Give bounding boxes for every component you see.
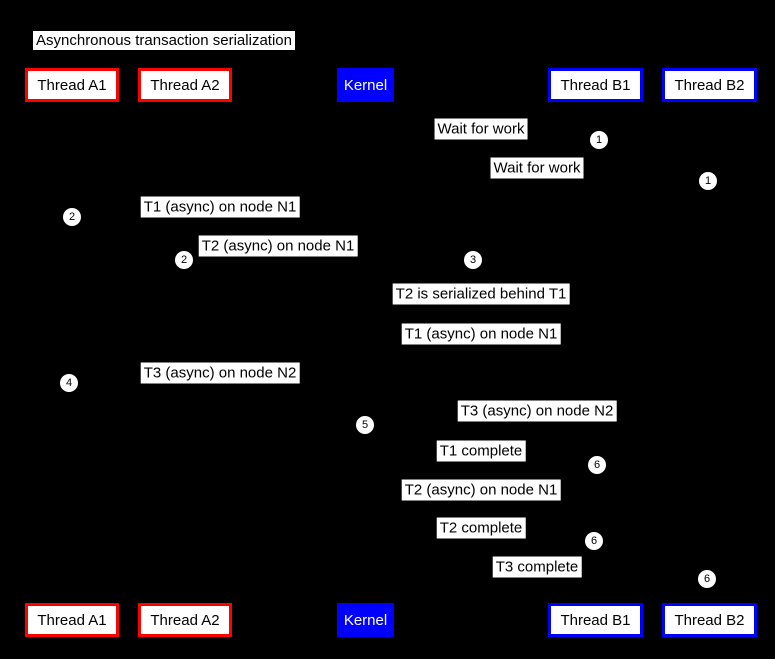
lifeline-thread-a1 — [72, 102, 73, 603]
lifeline-box-kernel-top: Kernel — [337, 68, 394, 102]
step-marker-1: 1 — [590, 131, 608, 149]
lifeline-box-thread-a2-bottom: Thread A2 — [138, 603, 232, 637]
step-marker-6: 6 — [588, 456, 606, 474]
message-label: T3 complete — [492, 556, 582, 578]
step-marker-2: 2 — [63, 208, 81, 226]
lifeline-box-thread-a1-top: Thread A1 — [25, 68, 119, 102]
step-marker-1: 1 — [699, 172, 717, 190]
step-marker-3: 3 — [464, 251, 482, 269]
message-label: T1 (async) on node N1 — [401, 323, 561, 345]
lifeline-box-thread-b1-top: Thread B1 — [548, 68, 643, 102]
message-label: T3 (async) on node N2 — [140, 362, 300, 384]
lifeline-box-thread-b2-bottom: Thread B2 — [662, 603, 757, 637]
step-marker-6: 6 — [585, 532, 603, 550]
message-label: T1 complete — [436, 440, 526, 462]
lifeline-box-thread-a2-top: Thread A2 — [138, 68, 232, 102]
message-label: T2 complete — [436, 517, 526, 539]
message-label: T1 (async) on node N1 — [140, 196, 300, 218]
lifeline-kernel — [365, 102, 367, 603]
message-label: Wait for work — [490, 157, 584, 179]
step-marker-6: 6 — [698, 570, 716, 588]
lifeline-box-thread-a1-bottom: Thread A1 — [25, 603, 119, 637]
message-label: T2 (async) on node N1 — [198, 235, 358, 257]
message-label: T3 (async) on node N2 — [457, 400, 617, 422]
message-label: T2 (async) on node N1 — [401, 479, 561, 501]
lifeline-thread-b2 — [709, 102, 711, 603]
lifeline-box-thread-b1-bottom: Thread B1 — [548, 603, 643, 637]
step-marker-4: 4 — [60, 374, 78, 392]
step-marker-2: 2 — [175, 251, 193, 269]
lifeline-box-thread-b2-top: Thread B2 — [662, 68, 757, 102]
message-label: T2 is serialized behind T1 — [392, 283, 570, 305]
lifeline-thread-b1 — [595, 102, 597, 603]
message-label: Wait for work — [434, 118, 528, 140]
lifeline-box-kernel-bottom: Kernel — [337, 603, 394, 637]
lifeline-thread-a2 — [185, 102, 186, 603]
diagram-title: Asynchronous transaction serialization — [33, 31, 295, 50]
step-marker-5: 5 — [356, 416, 374, 434]
